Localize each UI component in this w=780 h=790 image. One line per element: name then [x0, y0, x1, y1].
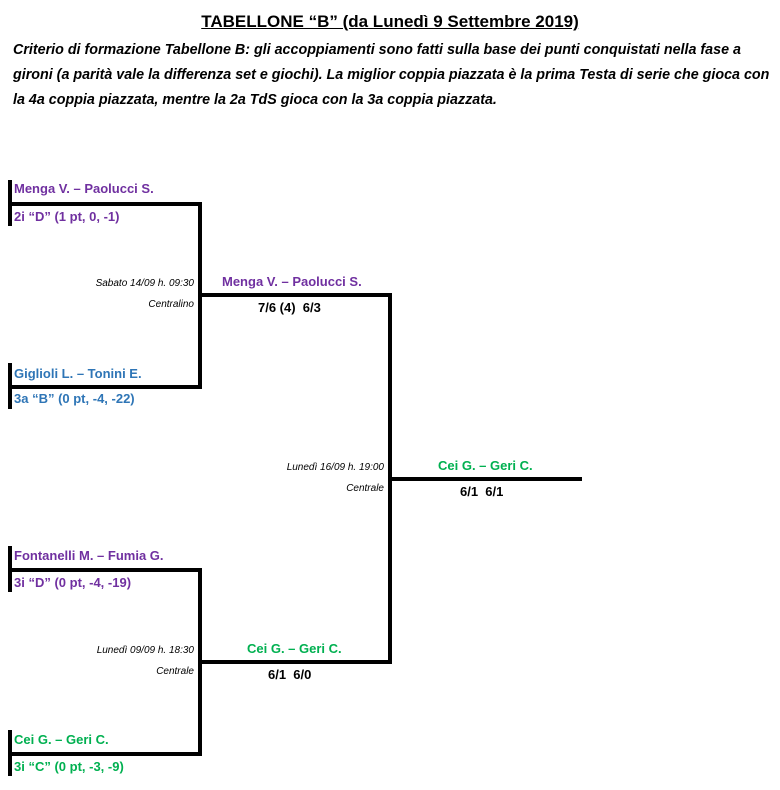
final-venue: Centrale — [346, 483, 384, 494]
entry-4-team: Cei G. – Geri C. — [14, 732, 109, 747]
entry-2-team: Giglioli L. – Tonini E. — [14, 366, 142, 381]
bracket-winner-top-line — [198, 293, 392, 297]
bracket-entry-3-line — [8, 568, 202, 572]
match-top-winner: Menga V. – Paolucci S. — [222, 274, 362, 289]
match-bottom-date: Lunedì 09/09 h. 18:30 — [96, 645, 194, 656]
criteria-text: Criterio di formazione Tabellone B: gli … — [13, 42, 770, 108]
match-top-date: Sabato 14/09 h. 09:30 — [95, 278, 194, 289]
entry-3-seed: 3i “D” (0 pt, -4, -19) — [14, 575, 132, 590]
bracket-entry-1-line — [8, 202, 202, 206]
entry-2-seed: 3a “B” (0 pt, -4, -22) — [14, 391, 135, 406]
match-bottom-score: 6/1 6/0 — [268, 667, 312, 682]
match-bottom-winner: Cei G. – Geri C. — [247, 641, 342, 656]
final-winner: Cei G. – Geri C. — [438, 458, 533, 473]
match-top-venue: Centralino — [148, 299, 194, 310]
match-top-score: 7/6 (4) 6/3 — [258, 300, 321, 315]
bracket-final-line — [388, 477, 582, 481]
final-score: 6/1 6/1 — [460, 484, 504, 499]
entry-3-team: Fontanelli M. – Fumia G. — [14, 548, 164, 563]
bracket-entry-2-line — [8, 385, 202, 389]
bracket-winner-bottom-line — [198, 660, 392, 664]
page-title: TABELLONE “B” (da Lunedì 9 Settembre 201… — [201, 12, 579, 31]
entry-4-seed: 3i “C” (0 pt, -3, -9) — [14, 759, 124, 774]
bracket-entry-4-line — [8, 752, 202, 756]
match-bottom-venue: Centrale — [156, 666, 194, 677]
final-date: Lunedì 16/09 h. 19:00 — [286, 462, 384, 473]
entry-1-seed: 2i “D” (1 pt, 0, -1) — [14, 209, 120, 224]
entry-1-team: Menga V. – Paolucci S. — [14, 181, 154, 196]
